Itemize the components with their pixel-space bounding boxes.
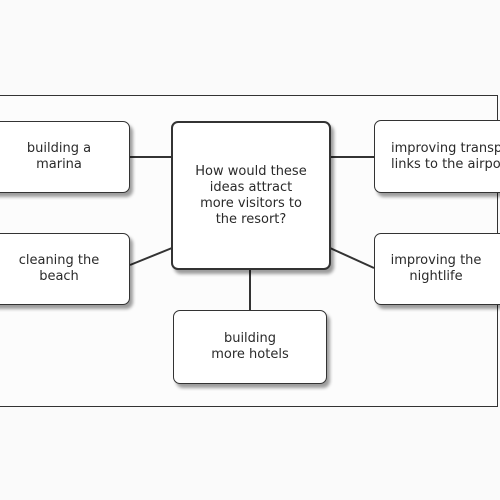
- idea-box-marina: building a marina: [0, 121, 130, 193]
- idea-box-nightlife: improving the nightlife: [374, 233, 500, 305]
- idea-box-hotels: building more hotels: [173, 310, 327, 384]
- idea-box-transport: improving transp links to the airpo: [374, 120, 500, 193]
- connector-nightlife: [329, 247, 375, 269]
- connector-beach: [129, 247, 173, 266]
- idea-box-beach: cleaning the beach: [0, 233, 130, 305]
- central-question-box: How would these ideas attract more visit…: [171, 121, 331, 270]
